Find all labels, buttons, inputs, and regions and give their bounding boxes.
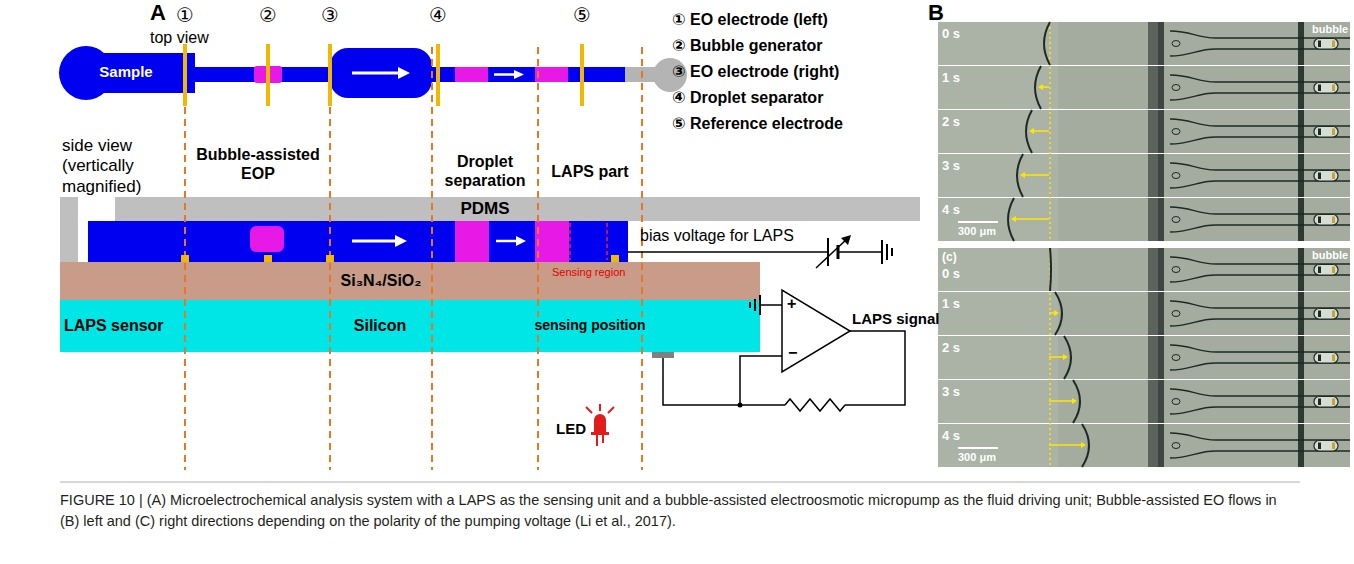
callout-number: ②: [259, 3, 277, 27]
time-stamp: 0 s: [942, 26, 960, 42]
pin-sign: +: [787, 294, 796, 313]
callout-number: ③: [321, 3, 339, 27]
layer-label: LAPS sensor: [64, 316, 164, 335]
panel-letter: B: [928, 0, 944, 26]
callout-number: ⑤: [573, 3, 591, 27]
scale-label: 300 μm: [958, 225, 996, 238]
section-label: Bubble-assisted EOP: [188, 145, 328, 183]
layer-label: Silicon: [354, 316, 406, 335]
time-stamp: 2 s: [942, 114, 960, 130]
layer-label: Si₃N₄/SiO₂: [339, 271, 424, 290]
sample-reservoir: Sample: [58, 46, 195, 100]
time-stamp: 0 s: [942, 266, 960, 282]
time-stamp: 3 s: [942, 158, 960, 174]
time-stamp: 4 s: [942, 428, 960, 444]
view-title: top view: [150, 28, 209, 47]
photo-label: bubble: [1312, 23, 1348, 36]
photo-label: bubble: [1312, 249, 1348, 262]
callout-key: ② Bubble generator: [672, 36, 822, 55]
callout-number: ④: [429, 3, 447, 27]
callout-key: ⑤ Reference electrode: [672, 114, 843, 133]
pdms-layer: PDMS: [115, 197, 920, 221]
time-stamp: 1 s: [942, 296, 960, 312]
scale-label: 300 μm: [958, 451, 996, 464]
reservoir-label: Sample: [99, 63, 152, 81]
region-label: Sensing region: [550, 266, 627, 279]
silicon-layer: LAPS sensor Silicon sensing position: [60, 300, 760, 352]
time-stamp: 3 s: [942, 384, 960, 400]
callout-key: ④ Droplet separator: [672, 88, 823, 107]
layer-label: PDMS: [460, 199, 509, 219]
voltage-label: bias voltage for LAPS: [640, 226, 794, 245]
led-label: LED: [556, 420, 586, 438]
section-label: Droplet separation: [435, 152, 535, 190]
time-stamp: 4 s: [942, 202, 960, 218]
signal-label: LAPS signal: [852, 310, 940, 328]
layer-label: sensing position: [532, 317, 647, 334]
view-title: side view (vertically magnified): [62, 136, 154, 197]
callout-key: ③ EO electrode (right): [672, 62, 839, 81]
insulator-layer: Si₃N₄/SiO₂: [60, 262, 760, 300]
callout-key: ① EO electrode (left): [672, 10, 828, 29]
callout-number: ①: [176, 3, 194, 27]
time-stamp: 1 s: [942, 70, 960, 86]
panel-letter: (c): [942, 250, 957, 264]
pin-sign: −: [788, 343, 797, 362]
time-stamp: 2 s: [942, 340, 960, 356]
section-label: LAPS part: [540, 162, 640, 181]
figure-caption: FIGURE 10 | (A) Microelectrochemical ana…: [60, 490, 1300, 532]
panel-letter: A: [150, 0, 166, 26]
